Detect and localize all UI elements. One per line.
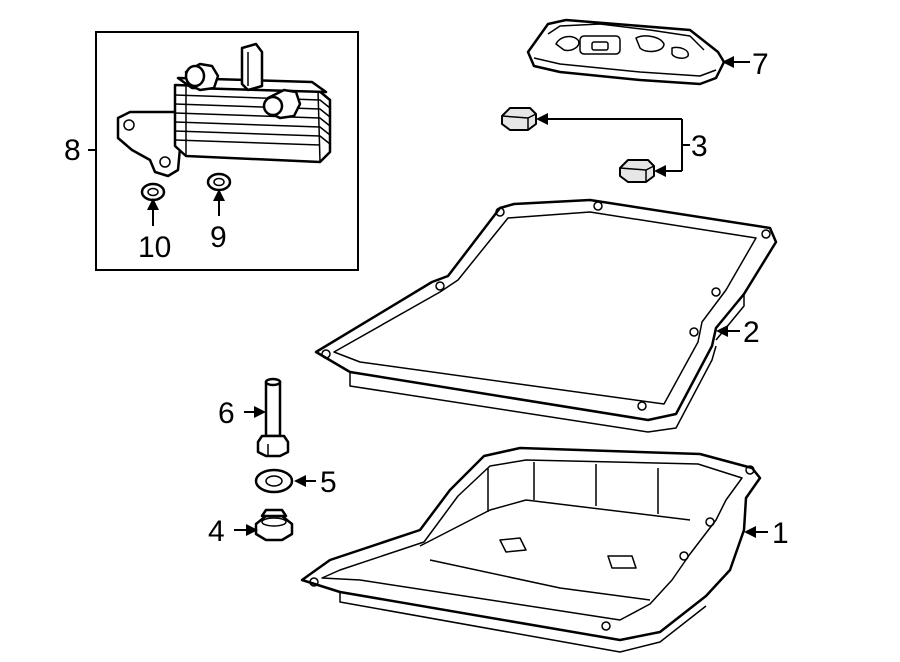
pad-lower <box>619 159 655 183</box>
arrow-10 <box>147 198 159 226</box>
callout-3: 3 <box>691 130 708 163</box>
arrow-1 <box>744 526 768 538</box>
callout-1: 1 <box>772 517 789 550</box>
arrow-4 <box>234 524 258 536</box>
pad-upper <box>501 107 537 131</box>
filter-drawing <box>526 18 726 86</box>
plug-drawing <box>254 508 294 542</box>
bolt-drawing <box>256 377 290 458</box>
arrow-5 <box>294 475 316 487</box>
arrow-9 <box>213 189 225 216</box>
callout-10: 10 <box>138 231 171 264</box>
bracket-3 <box>536 113 690 177</box>
callout-8: 8 <box>64 134 81 167</box>
callout-9: 9 <box>210 221 227 254</box>
arrow-6 <box>244 406 266 418</box>
seal-ring-9 <box>206 172 232 192</box>
seal-ring-10 <box>140 182 166 202</box>
washer-drawing <box>254 468 294 494</box>
callout-7: 7 <box>752 48 769 81</box>
callout-2: 2 <box>743 316 760 349</box>
oil-pan-drawing <box>300 446 762 653</box>
callout-4: 4 <box>208 515 225 548</box>
oil-cooler-drawing <box>116 42 332 178</box>
arrow-7 <box>722 56 750 68</box>
arrow-2 <box>716 325 740 337</box>
callout-6: 6 <box>218 397 235 430</box>
callout-5: 5 <box>320 466 337 499</box>
gasket-drawing <box>314 198 778 433</box>
